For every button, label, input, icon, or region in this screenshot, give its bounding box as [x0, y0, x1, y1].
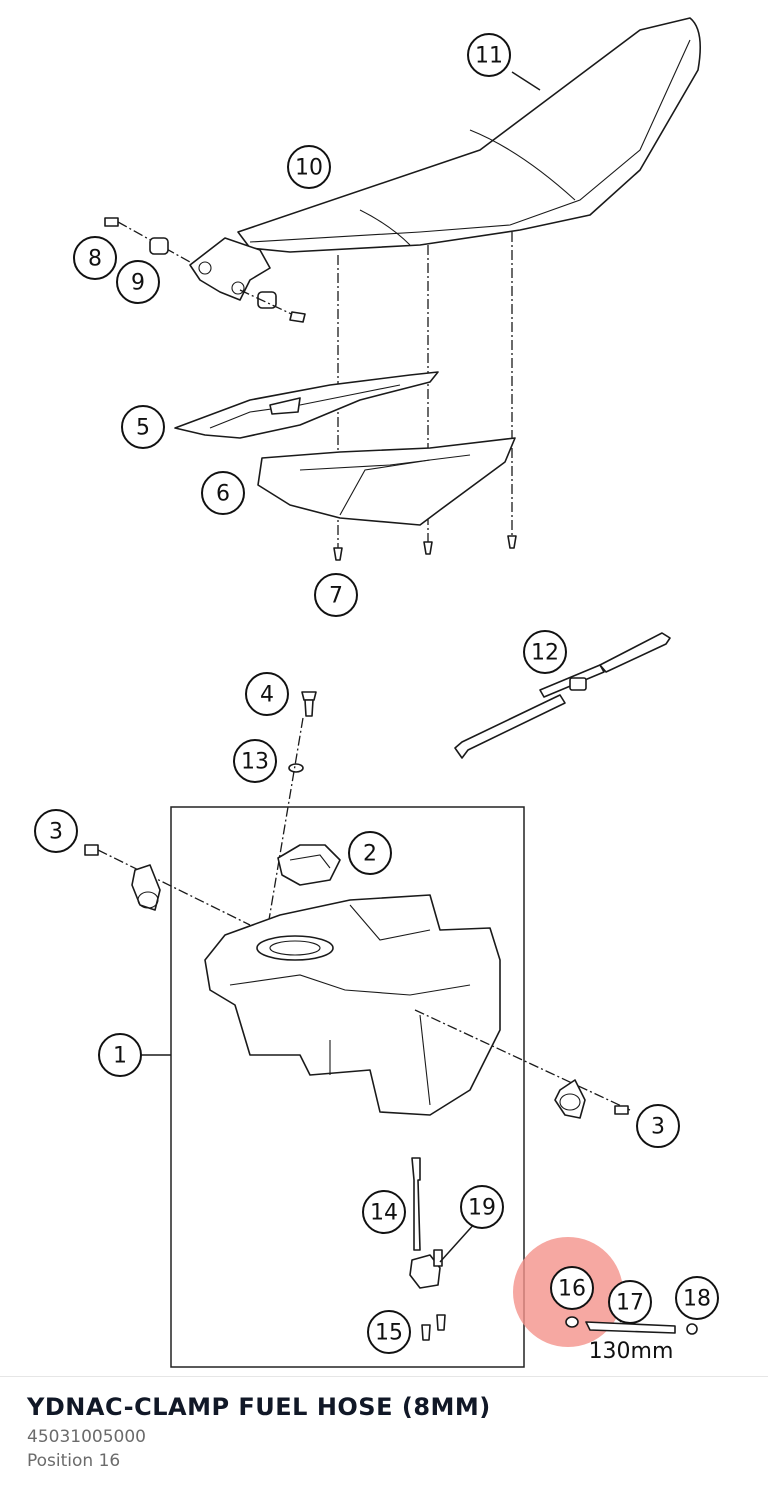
callout-number: 8 [88, 247, 102, 272]
callout-3[interactable]: 3 [34, 809, 78, 853]
callout-14[interactable]: 14 [362, 1190, 406, 1234]
fuel-cap [277, 844, 341, 886]
callout-16[interactable]: 16 [550, 1266, 594, 1310]
callout-circle [98, 1033, 142, 1077]
fuel-tank [204, 894, 501, 1116]
callout-circle [675, 1276, 719, 1320]
callout-1[interactable]: 1 [98, 1033, 142, 1077]
part-title: YDNAC-CLAMP FUEL HOSE (8MM) [27, 1393, 491, 1421]
callout-circle [121, 405, 165, 449]
callout-number: 5 [136, 416, 150, 441]
callout-2[interactable]: 2 [348, 831, 392, 875]
seat-mount-hardware [104, 217, 306, 323]
callout-number: 19 [468, 1196, 496, 1221]
hose-length-label: 130mm [589, 1339, 674, 1364]
callout-number: 14 [370, 1201, 398, 1226]
callout-circle [348, 831, 392, 875]
part-number: 45031005000 [27, 1427, 146, 1447]
fuel-tap [409, 1157, 443, 1289]
fuel-vent-hose [454, 632, 671, 759]
fuel-hose [585, 1321, 676, 1334]
callout-circle [287, 145, 331, 189]
callout-circle [367, 1310, 411, 1354]
callout-circle [201, 471, 245, 515]
rear-fender-cover [174, 371, 439, 439]
callout-number: 17 [616, 1291, 644, 1316]
part-position: Position 16 [27, 1451, 121, 1471]
hose-end-clamp [686, 1323, 698, 1335]
callout-9[interactable]: 9 [116, 260, 160, 304]
callout-number: 15 [375, 1321, 403, 1346]
callout-17[interactable]: 17 [608, 1280, 652, 1324]
callout-circle [34, 809, 78, 853]
callout-4[interactable]: 4 [245, 672, 289, 716]
callout-3[interactable]: 3 [636, 1104, 680, 1148]
callout-12[interactable]: 12 [523, 630, 567, 674]
callout-number: 7 [329, 584, 343, 609]
callout-number: 6 [216, 482, 230, 507]
callout-7[interactable]: 7 [314, 573, 358, 617]
callout-5[interactable]: 5 [121, 405, 165, 449]
callout-circle [523, 630, 567, 674]
callout-6[interactable]: 6 [201, 471, 245, 515]
callout-circle [636, 1104, 680, 1148]
seat [189, 17, 701, 301]
part-info-panel: YDNAC-CLAMP FUEL HOSE (8MM) 45031005000 … [0, 1376, 768, 1492]
callout-11[interactable]: 11 [467, 33, 511, 77]
callout-circle [608, 1280, 652, 1324]
callout-8[interactable]: 8 [73, 236, 117, 280]
callout-circle [467, 33, 511, 77]
callout-number: 4 [260, 683, 274, 708]
panel-screws [333, 535, 517, 561]
callout-10[interactable]: 10 [287, 145, 331, 189]
callout-number: 13 [241, 750, 269, 775]
callout-13[interactable]: 13 [233, 739, 277, 783]
callout-circle [73, 236, 117, 280]
callout-circle [362, 1190, 406, 1234]
callout-18[interactable]: 18 [675, 1276, 719, 1320]
callout-number: 2 [363, 842, 377, 867]
tap-screws [421, 1314, 446, 1341]
callout-circle [233, 739, 277, 783]
tank-brackets [84, 844, 631, 1119]
callout-number: 1 [113, 1044, 127, 1069]
callout-number: 10 [295, 156, 323, 181]
callout-number: 9 [131, 271, 145, 296]
callout-circle [460, 1185, 504, 1229]
callout-circle [245, 672, 289, 716]
callout-number: 18 [683, 1287, 711, 1312]
callout-circle [116, 260, 160, 304]
callout-number: 3 [49, 820, 63, 845]
callout-number: 16 [558, 1277, 586, 1302]
callout-number: 3 [651, 1115, 665, 1140]
callout-19[interactable]: 19 [460, 1185, 504, 1229]
callout-15[interactable]: 15 [367, 1310, 411, 1354]
fuel-hose-clamp[interactable] [565, 1316, 579, 1328]
callout-circle [550, 1266, 594, 1310]
callout-circle [314, 573, 358, 617]
side-panel [257, 437, 516, 526]
callout-number: 12 [531, 641, 559, 666]
callout-number: 11 [475, 44, 503, 69]
